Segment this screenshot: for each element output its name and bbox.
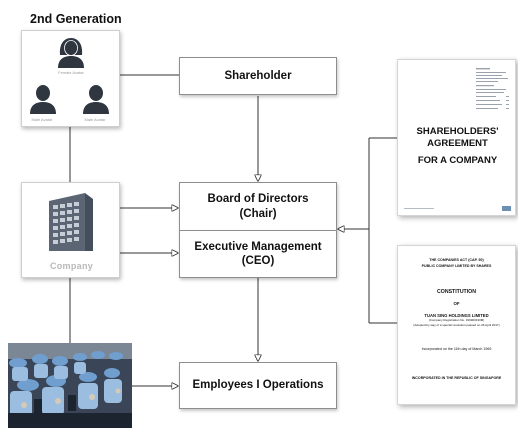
doc2-incorporated-date: Incorporated on the 11th day of March 19… — [421, 347, 492, 351]
avatar-label: Male Avatar — [31, 117, 53, 122]
doc2-of: OF — [453, 301, 460, 306]
doc1-title-line3: FOR A COMPANY — [417, 155, 498, 166]
shareholder-box: Shareholder — [179, 57, 337, 95]
female-avatar-icon — [58, 38, 84, 68]
diagram-title: 2nd Generation — [30, 12, 122, 26]
employees-photo — [8, 343, 132, 428]
document-fine-print — [476, 68, 509, 109]
doc2-constitution: CONSTITUTION — [437, 289, 476, 295]
doc2-registration: (Company Registration No. 196900130M) — [428, 318, 485, 322]
employees-label: Employees I Operations — [192, 379, 324, 392]
avatar-label: Female Avatar — [58, 70, 84, 75]
company-card: Company — [21, 182, 120, 278]
doc2-company-name: TUAN SING HOLDINGS LIMITED — [424, 313, 489, 318]
male-avatar-icon — [83, 85, 109, 114]
exec-label: Executive Management — [194, 240, 322, 253]
company-label: Company — [49, 261, 94, 271]
doc1-title-line2: AGREEMENT — [427, 138, 488, 149]
board-label: Board of Directors — [207, 193, 309, 206]
family-avatars-card: Female Avatar Male Avatar Male Avatar — [21, 30, 120, 127]
avatar-label: Male Avatar — [84, 117, 106, 122]
employees-operations-box: Employees I Operations — [179, 362, 337, 409]
constitution-document: THE COMPANIES ACT (CAP. 50) PUBLIC COMPA… — [397, 245, 516, 405]
doc2-public: PUBLIC COMPANY LIMITED BY SHARES — [421, 264, 492, 268]
board-of-directors-box: Board of Directors (Chair) — [179, 182, 337, 231]
shareholder-label: Shareholder — [224, 69, 292, 82]
exec-sublabel: (CEO) — [241, 255, 275, 267]
shareholders-agreement-document: SHAREHOLDERS' AGREEMENT FOR A COMPANY — [397, 59, 516, 216]
doc2-act: THE COMPANIES ACT (CAP. 50) — [429, 258, 484, 262]
doc2-republic: INCORPORATED IN THE REPUBLIC OF SINGAPOR… — [411, 376, 502, 380]
male-avatar-icon — [30, 85, 56, 114]
board-sublabel: (Chair) — [239, 207, 277, 220]
document-footer — [404, 206, 511, 211]
factory-workers-image — [8, 343, 132, 428]
doc2-adopted: (Adopted by way of a special resolution … — [413, 323, 500, 327]
executive-management-box: Executive Management (CEO) — [179, 230, 337, 278]
office-building-icon — [49, 193, 93, 251]
doc1-title-line1: SHAREHOLDERS' — [416, 126, 499, 137]
